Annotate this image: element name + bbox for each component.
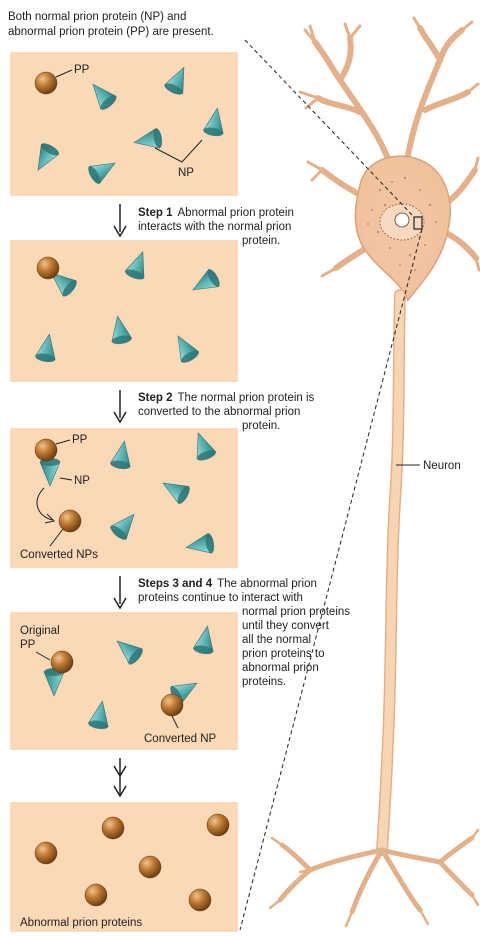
pp-label: PP: [74, 64, 90, 76]
pp-sphere: [207, 814, 229, 836]
np-label: NP: [178, 167, 194, 179]
axon-terminals: [280, 838, 472, 912]
pp-sphere: [37, 257, 59, 279]
header-line-1: Both normal prion protein (NP) and: [8, 11, 186, 23]
converted-np-label: Converted NP: [144, 733, 217, 745]
converted-nps-label: Converted NPs: [20, 549, 98, 561]
pp-sphere: [35, 439, 57, 461]
header-line-2: abnormal prion protein (PP) are present.: [8, 26, 214, 38]
panel-5: Abnormal prion proteins: [10, 802, 238, 932]
np-label: NP: [74, 475, 90, 487]
neuron-illustration: Neuron: [240, 18, 479, 930]
step-34-line-8: proteins.: [242, 676, 286, 688]
arrow-final: [114, 758, 126, 796]
pp-sphere: [35, 842, 57, 864]
panel-1: PP NP: [10, 52, 238, 196]
panel-4: Original PP Converted NP: [10, 612, 238, 750]
pp-sphere: [139, 856, 161, 878]
converted-sphere: [59, 510, 81, 532]
nucleolus: [395, 213, 409, 227]
panel-2: [10, 240, 238, 382]
converted-np-sphere: [161, 694, 183, 716]
original-pp-sphere: [51, 651, 73, 673]
pp-sphere: [85, 884, 107, 906]
panel-3: PP NP Converted NPs: [10, 428, 238, 568]
pp-label: PP: [72, 434, 88, 446]
arrow-step-1: [114, 204, 126, 236]
step-1-line-2: interacts with the normal prion: [138, 221, 291, 233]
pp-sphere: [35, 72, 57, 94]
arrow-step-2: [114, 390, 126, 422]
pp-sphere: [102, 817, 124, 839]
step-2-line-3: protein.: [242, 420, 280, 432]
step-34-line-5: all the normal: [242, 634, 311, 646]
step-2-line-2: converted to the abnormal prion: [138, 406, 300, 418]
abnormal-prion-proteins-label: Abnormal prion proteins: [20, 917, 142, 929]
original-pp-label-line-1: Original: [20, 625, 60, 637]
step-34-line-4: until they convert: [242, 620, 330, 632]
arrow-step-3: [114, 576, 126, 608]
step-34-line-7: abnormal prion: [242, 662, 319, 674]
step-34-line-2: proteins continue to interact with: [138, 592, 303, 604]
step-34-line-3: normal prion proteins: [242, 606, 350, 618]
step-1-line-3: protein.: [242, 235, 280, 247]
neuron-label: Neuron: [423, 460, 461, 472]
panel-5-background: [10, 802, 238, 932]
original-pp-label-line-2: PP: [20, 639, 36, 651]
pp-sphere: [189, 889, 211, 911]
step-34-line-6: prion proteins to: [242, 648, 324, 660]
